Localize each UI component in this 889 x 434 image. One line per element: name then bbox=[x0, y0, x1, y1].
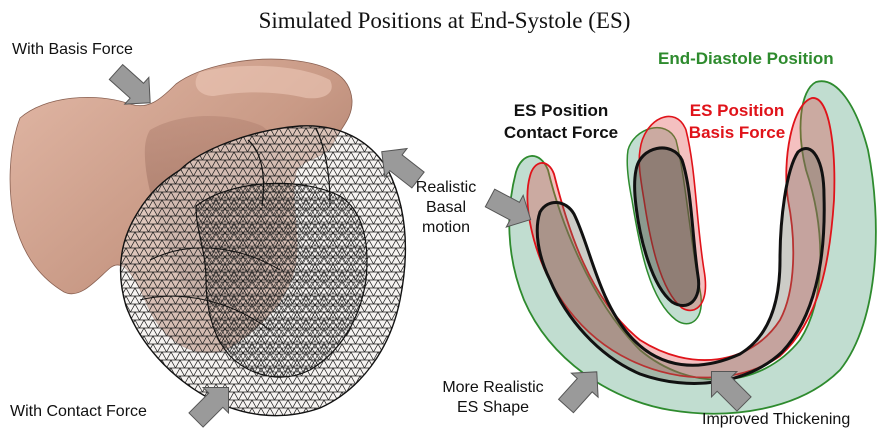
label-end-diastole-position: End-Diastole Position bbox=[658, 48, 834, 70]
label-es-basis-force: ES Position Basis Force bbox=[682, 100, 792, 144]
heart-3d-render bbox=[10, 59, 405, 416]
label-improved-thickening: Improved Thickening bbox=[702, 410, 850, 430]
label-more-realistic-es-shape: More Realistic ES Shape bbox=[428, 378, 558, 418]
label-realistic-basal-motion: Realistic Basal motion bbox=[406, 178, 486, 238]
label-es-contact-force: ES Position Contact Force bbox=[496, 100, 626, 144]
label-with-basis-force: With Basis Force bbox=[12, 40, 133, 60]
label-with-contact-force: With Contact Force bbox=[10, 402, 147, 422]
